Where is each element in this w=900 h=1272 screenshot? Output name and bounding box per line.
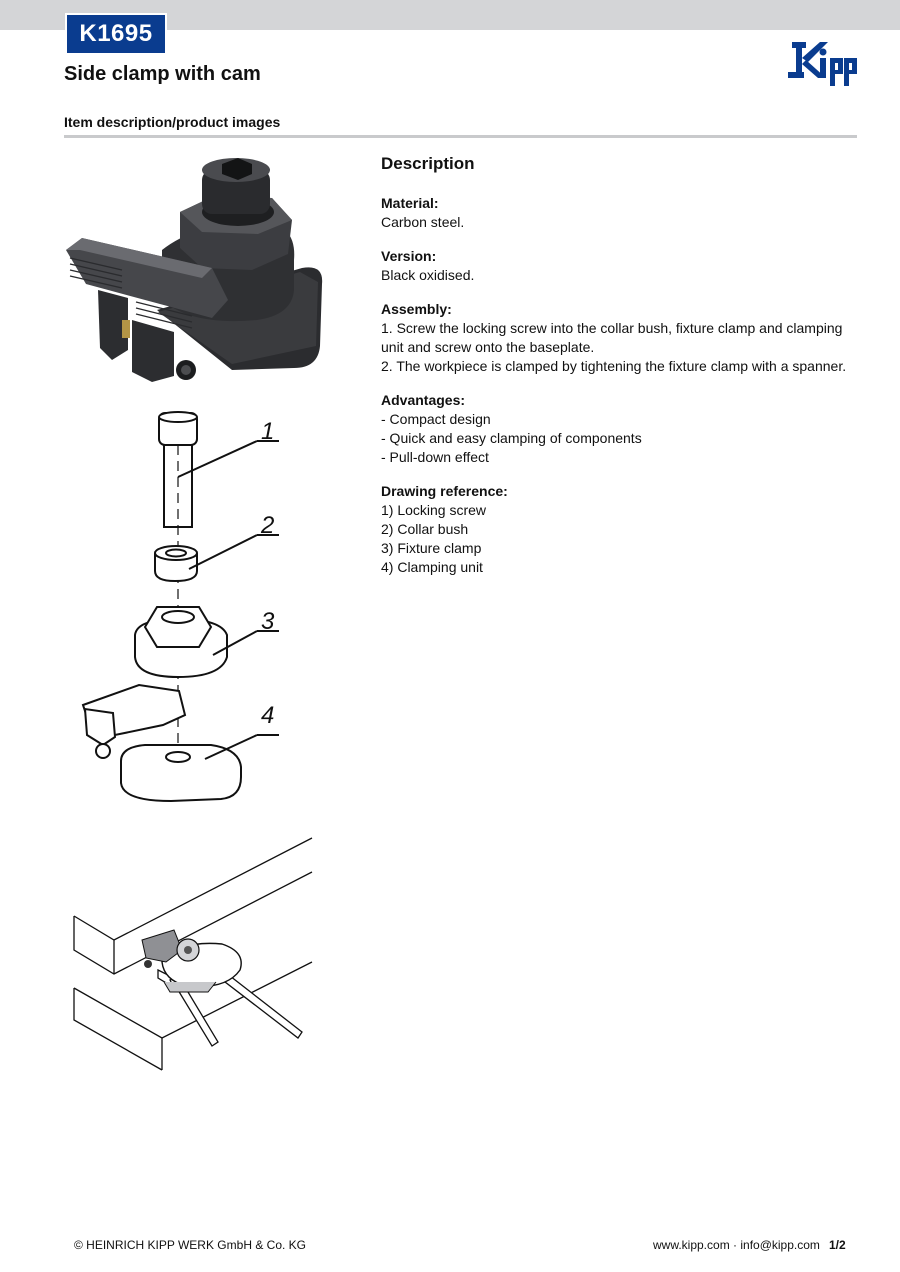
advantage-item: - Compact design <box>381 411 491 427</box>
drawing-label-2: 2 <box>260 512 274 539</box>
page-title: Side clamp with cam <box>64 63 261 85</box>
footer-copyright: © HEINRICH KIPP WERK GmbH & Co. KG <box>74 1238 306 1252</box>
product-photo <box>62 150 327 388</box>
material-block: Material: Carbon steel. <box>381 194 861 232</box>
kipp-logo <box>788 42 857 86</box>
assembly-step: 1. Screw the locking screw into the coll… <box>381 320 843 355</box>
exploded-drawing: 1 2 3 4 <box>81 411 279 803</box>
product-code-badge: K1695 <box>65 13 167 55</box>
assembly-label: Assembly: <box>381 301 452 317</box>
drawing-reference-item: 1) Locking screw <box>381 502 487 518</box>
version-label: Version: <box>381 248 437 264</box>
advantages-label: Advantages: <box>381 392 466 408</box>
drawing-reference-item: 3) Fixture clamp <box>381 540 482 556</box>
footer-contact[interactable]: www.kipp.com · info@kipp.com <box>653 1238 820 1252</box>
section-divider <box>64 135 857 138</box>
drawing-label-3: 3 <box>261 608 275 635</box>
version-block: Version: Black oxidised. <box>381 247 861 285</box>
drawing-reference-block: Drawing reference: 1) Locking screw 2) C… <box>381 482 861 577</box>
drawing-label-4: 4 <box>261 702 274 729</box>
assembly-block: Assembly: 1. Screw the locking screw int… <box>381 300 861 376</box>
assembly-step: 2. The workpiece is clamped by tightenin… <box>381 358 847 374</box>
material-text: Carbon steel. <box>381 214 465 230</box>
drawing-label-1: 1 <box>261 418 274 445</box>
advantage-item: - Pull-down effect <box>381 449 489 465</box>
page-number: 1/2 <box>829 1238 846 1252</box>
advantage-item: - Quick and easy clamping of components <box>381 430 642 446</box>
version-text: Black oxidised. <box>381 267 475 283</box>
usage-illustration <box>62 832 317 1072</box>
drawing-reference-item: 2) Collar bush <box>381 521 469 537</box>
description-panel: Description Material: Carbon steel. Vers… <box>381 152 861 592</box>
drawing-reference-item: 4) Clamping unit <box>381 559 483 575</box>
section-heading: Item description/product images <box>64 114 281 130</box>
advantages-block: Advantages: - Compact design - Quick and… <box>381 391 861 467</box>
drawing-reference-label: Drawing reference: <box>381 483 508 499</box>
material-label: Material: <box>381 195 439 211</box>
description-heading: Description <box>381 154 475 173</box>
